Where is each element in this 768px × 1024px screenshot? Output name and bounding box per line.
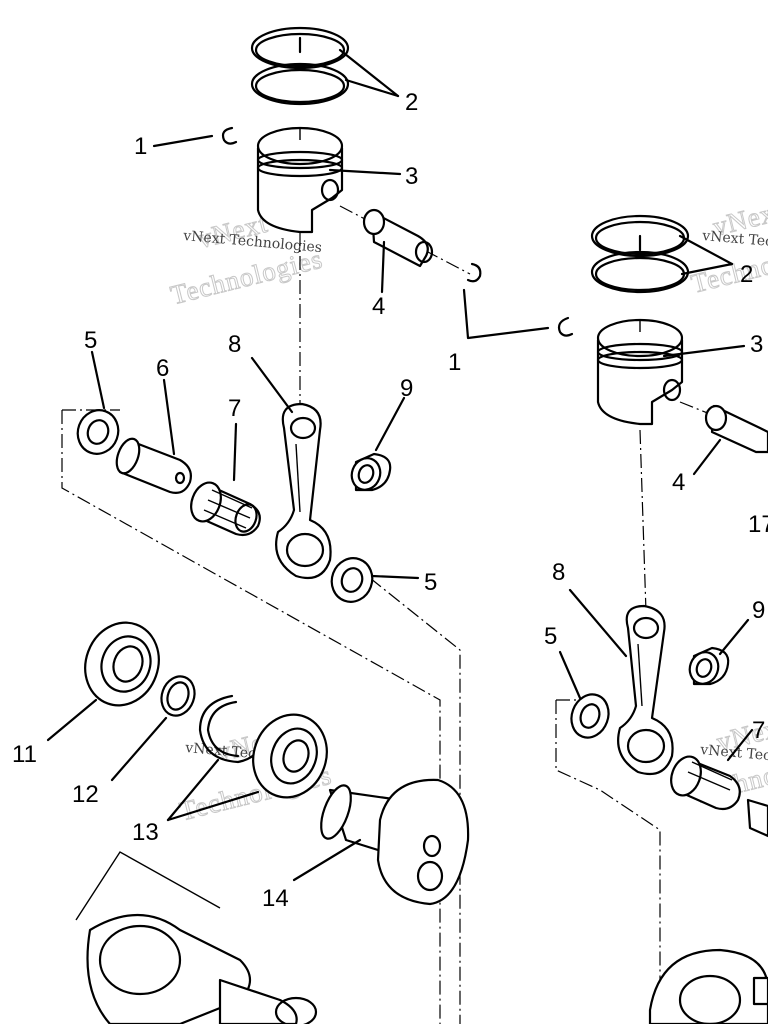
callout-13: 13 — [132, 819, 159, 846]
leader-lines — [46, 48, 754, 882]
callout-3: 3 — [750, 331, 763, 358]
callout-9: 9 — [400, 375, 413, 402]
callout-11: 11 — [12, 741, 37, 768]
callout-7: 7 — [752, 717, 765, 744]
callout-17: 17 — [748, 511, 768, 538]
main-bearing-left — [84, 621, 160, 707]
piston-pin-right — [704, 404, 768, 454]
callout-4: 4 — [372, 293, 385, 320]
circlip-left-a — [221, 126, 238, 145]
piston-left — [256, 126, 344, 234]
bearing-ball-left — [252, 713, 328, 799]
needle-bearing-small-right — [688, 646, 730, 686]
thrust-washer-left-top — [76, 409, 120, 455]
crankshaft-left — [86, 778, 470, 1024]
seal-ring-left — [160, 675, 196, 717]
piston-pin-left — [362, 208, 434, 268]
needle-bearing-large-left — [190, 481, 261, 537]
thrust-washer-right — [570, 693, 610, 739]
callout-5: 5 — [544, 623, 557, 650]
callout-8: 8 — [228, 331, 241, 358]
thrust-washer-left-bottom — [330, 557, 374, 603]
callout-2: 2 — [405, 89, 418, 116]
callout-5: 5 — [84, 327, 97, 354]
piston-rings-left — [250, 26, 350, 106]
callout-labels: 1 2 3 4 1 5 6 7 8 9 5 11 12 13 14 2 3 4 … — [12, 89, 768, 912]
piston-rings-right — [590, 214, 690, 294]
piston-right — [596, 318, 684, 426]
needle-bearing-small-left — [350, 452, 392, 492]
crankshaft-right — [648, 948, 768, 1024]
callout-12: 12 — [72, 781, 99, 808]
connecting-rod-right — [617, 604, 674, 776]
callout-14: 14 — [262, 885, 289, 912]
callout-3: 3 — [405, 163, 418, 190]
callout-2: 2 — [740, 261, 753, 288]
needle-bearing-large-right — [670, 755, 768, 838]
callout-4: 4 — [672, 469, 685, 496]
callout-5: 5 — [424, 569, 437, 596]
crank-pin-left — [115, 437, 192, 494]
callout-7: 7 — [228, 395, 241, 422]
circlip-left-b — [466, 262, 482, 283]
callout-8: 8 — [552, 559, 565, 586]
circlip-right-a — [557, 316, 574, 337]
callout-1: 1 — [134, 133, 147, 160]
connecting-rod-left — [275, 402, 332, 580]
callout-6: 6 — [156, 355, 169, 382]
callout-9: 9 — [752, 597, 765, 624]
callout-1: 1 — [448, 349, 461, 376]
